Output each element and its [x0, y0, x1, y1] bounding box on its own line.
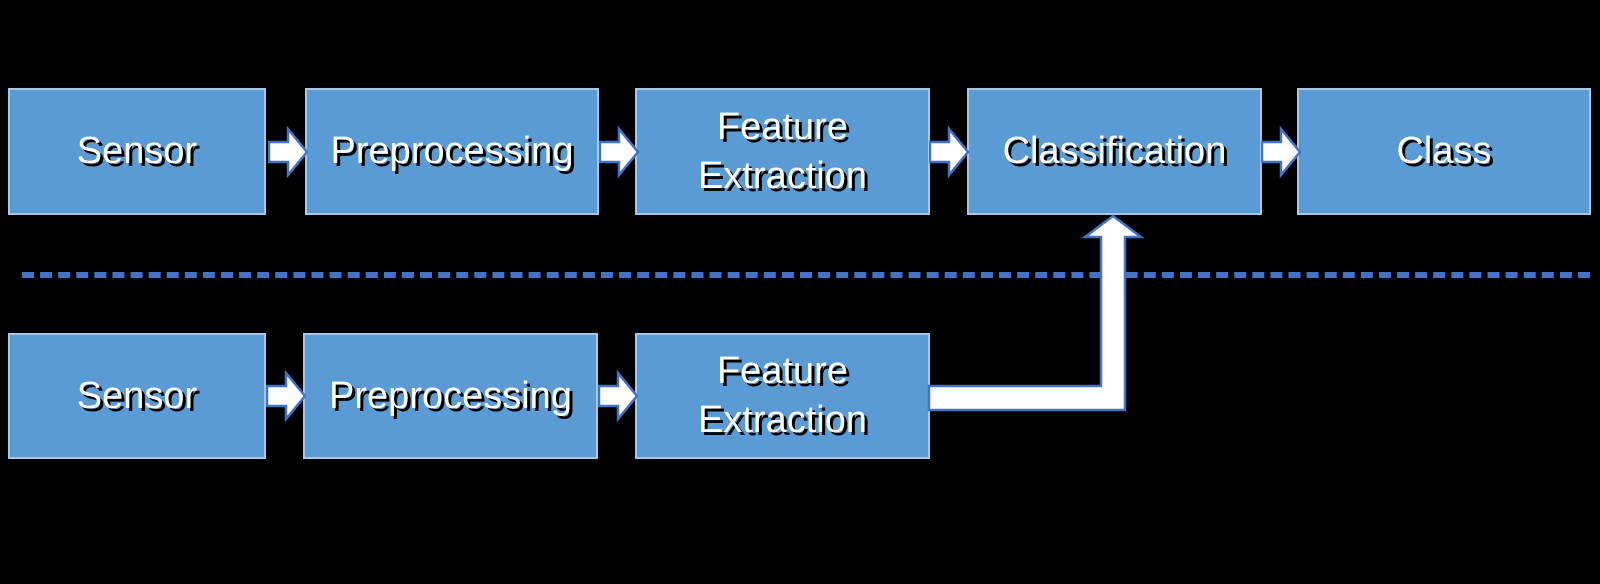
- block-label: Preprocessing: [330, 130, 574, 173]
- block-sensor-top[interactable]: Sensor: [8, 88, 266, 215]
- arrow-right-icon-preprocessing-to-feature-top: [599, 126, 639, 178]
- block-label: Feature Extraction: [698, 105, 867, 197]
- block-label: Sensor: [76, 130, 198, 173]
- arrow-right-icon-sensor-to-preprocessing-top: [268, 126, 308, 178]
- dashed-separator: [22, 272, 1590, 278]
- block-preprocessing-bottom[interactable]: Preprocessing: [303, 333, 598, 459]
- block-label: Feature Extraction: [698, 350, 867, 441]
- block-feature-extraction-bottom[interactable]: Feature Extraction: [635, 333, 930, 459]
- block-classification[interactable]: Classification: [967, 88, 1262, 215]
- block-label: Classification: [1002, 130, 1227, 173]
- arrow-right-icon-classification-to-class: [1261, 126, 1301, 178]
- elbow-arrow-up-icon-feature-bottom-to-classification: [925, 214, 1150, 414]
- block-sensor-bottom[interactable]: Sensor: [8, 333, 266, 459]
- block-feature-extraction-top[interactable]: Feature Extraction: [635, 88, 930, 215]
- block-preprocessing-top[interactable]: Preprocessing: [305, 88, 599, 215]
- arrow-right-icon-preprocessing-to-feature-bottom: [598, 370, 638, 422]
- block-label: Class: [1396, 130, 1492, 173]
- block-class[interactable]: Class: [1297, 88, 1591, 215]
- arrow-right-icon-sensor-to-preprocessing-bottom: [266, 370, 306, 422]
- block-label: Preprocessing: [329, 374, 572, 417]
- block-label: Sensor: [76, 374, 198, 417]
- arrow-right-icon-feature-to-classification: [929, 126, 969, 178]
